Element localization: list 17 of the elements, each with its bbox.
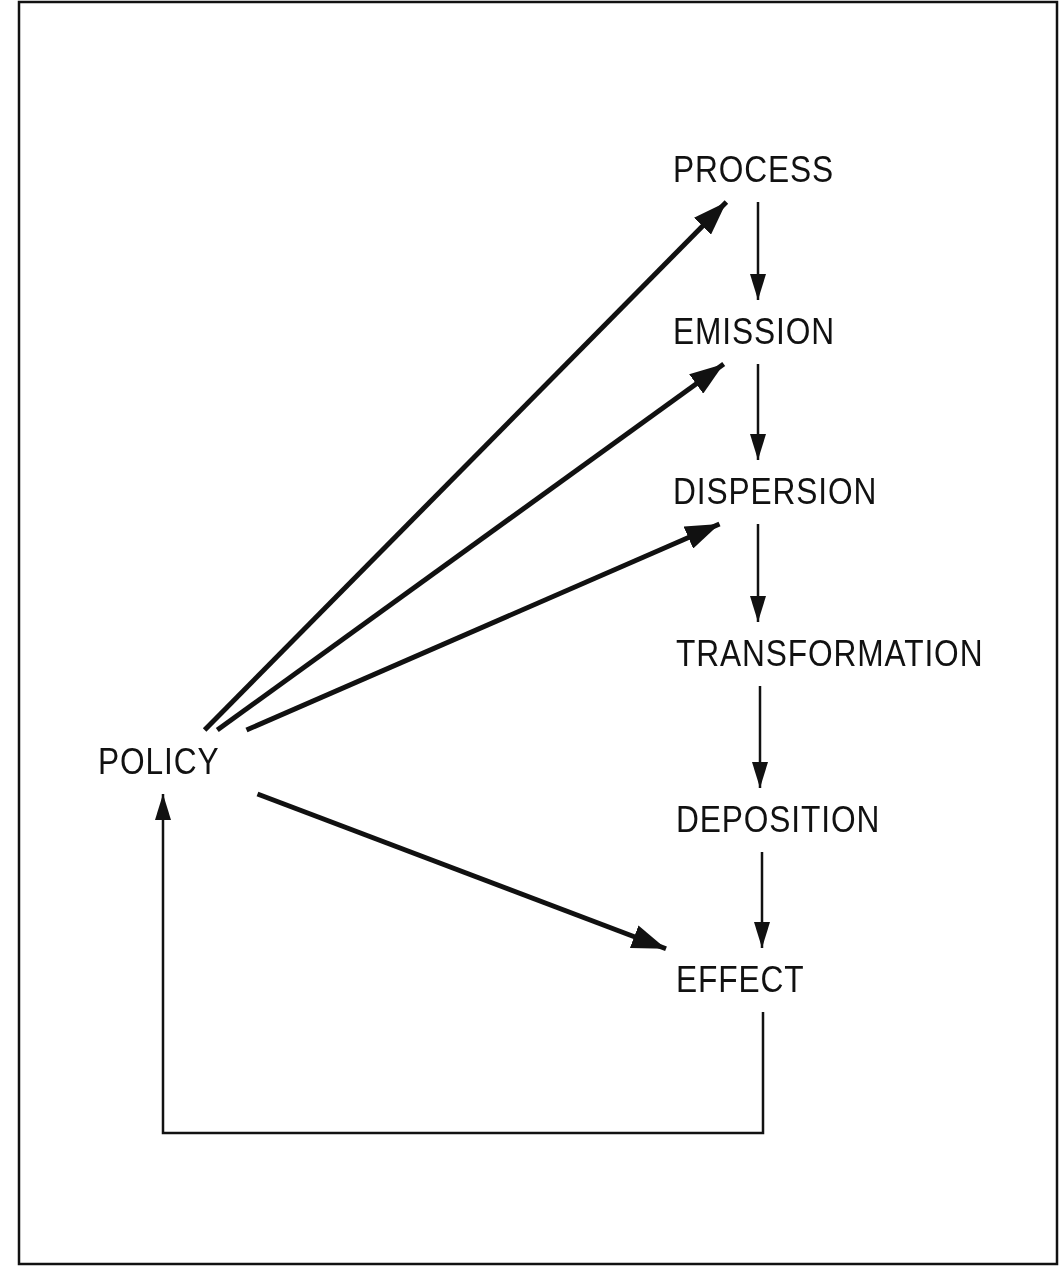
flow-label: EMISSION <box>673 310 835 354</box>
arrow <box>754 852 770 948</box>
arrow <box>155 794 765 1135</box>
flow-label: POLICY <box>98 740 220 784</box>
arrow <box>752 686 768 788</box>
flow-label: DEPOSITION <box>676 798 881 842</box>
arrow <box>750 364 766 460</box>
flow-label: TRANSFORMATION <box>676 632 984 676</box>
arrow <box>256 791 667 952</box>
arrow <box>750 202 766 300</box>
arrow <box>750 524 766 622</box>
flow-label: PROCESS <box>673 148 835 192</box>
arrow <box>245 521 721 733</box>
flow-label: EFFECT <box>676 958 805 1002</box>
flow-label: DISPERSION <box>673 470 878 514</box>
arrow <box>215 361 726 733</box>
arrow <box>202 200 729 732</box>
